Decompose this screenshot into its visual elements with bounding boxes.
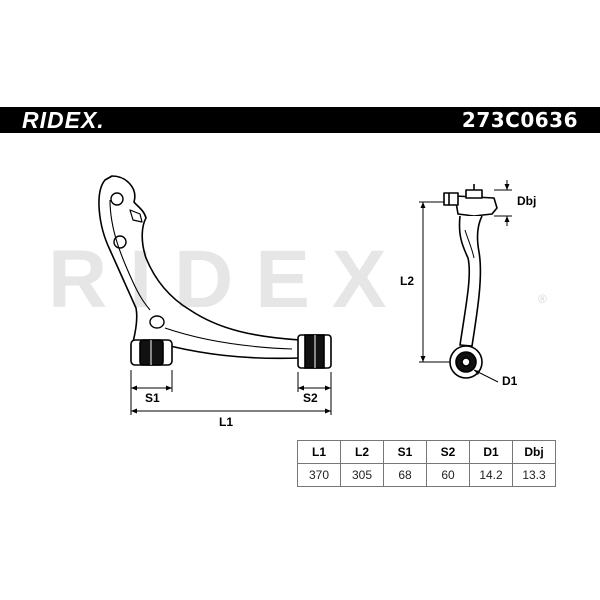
spec-header-d1: D1: [469, 440, 513, 464]
dimension-label-d1: D1: [502, 374, 518, 388]
dimension-label-s1: S1: [145, 391, 160, 405]
spec-value-dbj: 13.3: [512, 463, 556, 487]
spec-value-row: 370 305 68 60 14.2 13.3: [297, 463, 556, 487]
dimension-label-l2: L2: [400, 274, 414, 288]
specification-table: L1 L2 S1 S2 D1 Dbj 370 305 68 60 14.2 13…: [297, 440, 556, 487]
dimension-label-l1: L1: [219, 415, 233, 429]
header-banner: RIDEX. 273C0636: [0, 107, 600, 133]
watermark-text: RIDEX: [48, 234, 409, 325]
right-bushing: [297, 334, 332, 369]
part-number: 273C0636: [461, 108, 578, 132]
spec-header-l2: L2: [340, 440, 384, 464]
brand-logo: RIDEX.: [22, 107, 105, 133]
spec-header-row: L1 L2 S1 S2 D1 Dbj: [297, 440, 556, 464]
left-bushing: [130, 339, 173, 366]
watermark-registered-mark: ®: [538, 292, 547, 306]
spec-header-l1: L1: [297, 440, 341, 464]
spec-value-s2: 60: [426, 463, 470, 487]
technical-drawing: RIDEX ®: [48, 175, 547, 429]
dimension-label-dbj: Dbj: [517, 194, 536, 208]
spec-header-s1: S1: [383, 440, 427, 464]
control-arm-front-view: [443, 184, 498, 379]
spec-header-s2: S2: [426, 440, 470, 464]
control-arm-side-view: [98, 175, 301, 360]
dimension-lines-front: [419, 180, 512, 383]
dimension-label-s2: S2: [303, 391, 318, 405]
spec-value-l1: 370: [297, 463, 341, 487]
spec-value-d1: 14.2: [469, 463, 513, 487]
spec-value-s1: 68: [383, 463, 427, 487]
spec-header-dbj: Dbj: [512, 440, 556, 464]
dimension-lines-side: [130, 370, 332, 415]
spec-value-l2: 305: [340, 463, 384, 487]
